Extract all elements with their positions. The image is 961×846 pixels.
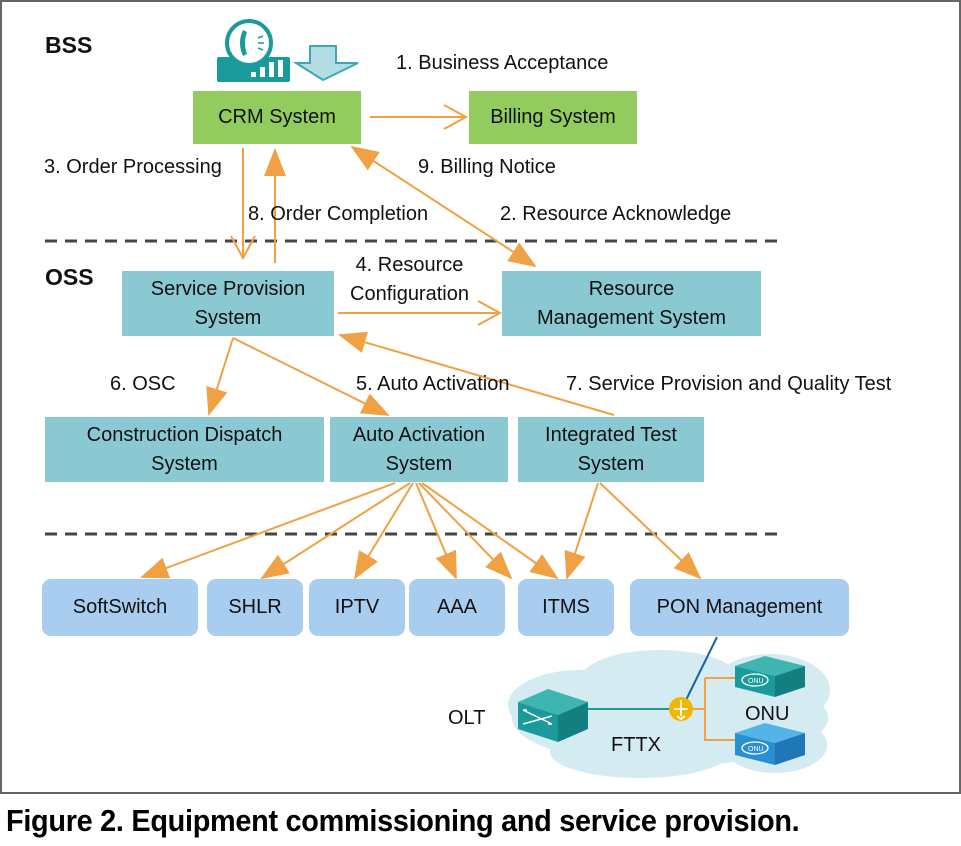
- onu-device-icon: [735, 723, 805, 765]
- softswitch-box[interactable]: SoftSwitch: [42, 579, 198, 636]
- diagram-frame: [0, 0, 961, 794]
- phone-terminal-icon: [217, 19, 290, 82]
- onu-badge-top: ONU: [748, 678, 764, 685]
- step-9-label: 9. Billing Notice: [418, 156, 556, 178]
- step-5-label: 5. Auto Activation: [356, 373, 510, 395]
- step-7-label: 7. Service Provision and Quality Test: [566, 373, 892, 395]
- aaa-box[interactable]: AAA: [409, 579, 505, 636]
- onu-device-icon: [735, 656, 805, 697]
- splitter-onu-links: [692, 677, 735, 741]
- step-3-label: 3. Order Processing: [44, 156, 222, 178]
- arrow-to-iptv: [353, 482, 414, 580]
- arrow-to-softswitch: [140, 482, 396, 579]
- arrow-crm-resource-bidirectional: [350, 145, 537, 268]
- integrated-test-system-box[interactable]: Integrated Test System: [518, 417, 704, 482]
- step-1-label: 1. Business Acceptance: [396, 52, 609, 74]
- iptv-box[interactable]: IPTV: [309, 579, 405, 636]
- shlr-box[interactable]: SHLR: [207, 579, 303, 636]
- olt-switch-icon: [518, 689, 588, 742]
- onu-badge-bottom: ONU: [748, 746, 764, 753]
- arrow-its-to-itms: [564, 482, 599, 580]
- step-2-label: 2. Resource Acknowledge: [500, 203, 732, 225]
- optical-splitter-icon: [669, 697, 693, 721]
- construction-dispatch-system-box[interactable]: Construction Dispatch System: [45, 417, 324, 482]
- arrow-aa-to-itms: [421, 482, 559, 580]
- step-4-label: 4. Resource Configuration: [350, 254, 469, 305]
- billing-system-box[interactable]: Billing System: [469, 91, 637, 144]
- arrow-to-aaa-right: [418, 482, 513, 580]
- arrow-its-to-pon: [599, 482, 702, 580]
- service-provision-system-box[interactable]: Service Provision System: [122, 271, 334, 336]
- resource-management-system-box[interactable]: Resource Management System: [502, 271, 761, 336]
- arrow-quality-test-to-provision: [338, 331, 615, 416]
- layer-label-oss: OSS: [45, 264, 94, 290]
- down-arrow-icon: [292, 45, 359, 82]
- layer-label-bss: BSS: [45, 32, 93, 58]
- arrow-to-aaa: [415, 482, 457, 580]
- arrow-osc: [206, 337, 234, 416]
- fttx-label: FTTX: [611, 734, 661, 756]
- step-8-label: 8. Order Completion: [248, 203, 429, 225]
- arrow-to-shlr: [260, 482, 411, 580]
- itms-box[interactable]: ITMS: [518, 579, 614, 636]
- auto-activation-system-box[interactable]: Auto Activation System: [330, 417, 508, 482]
- arrow-auto-activation: [232, 337, 390, 416]
- crm-system-box[interactable]: CRM System: [193, 91, 361, 144]
- step-6-label: 6. OSC: [110, 373, 176, 395]
- pon-management-link: [685, 636, 718, 701]
- onu-label: ONU: [745, 703, 790, 725]
- pon-management-box[interactable]: PON Management: [630, 579, 849, 636]
- figure-caption: Figure 2. Equipment commissioning and se…: [6, 803, 800, 838]
- olt-label: OLT: [448, 707, 486, 729]
